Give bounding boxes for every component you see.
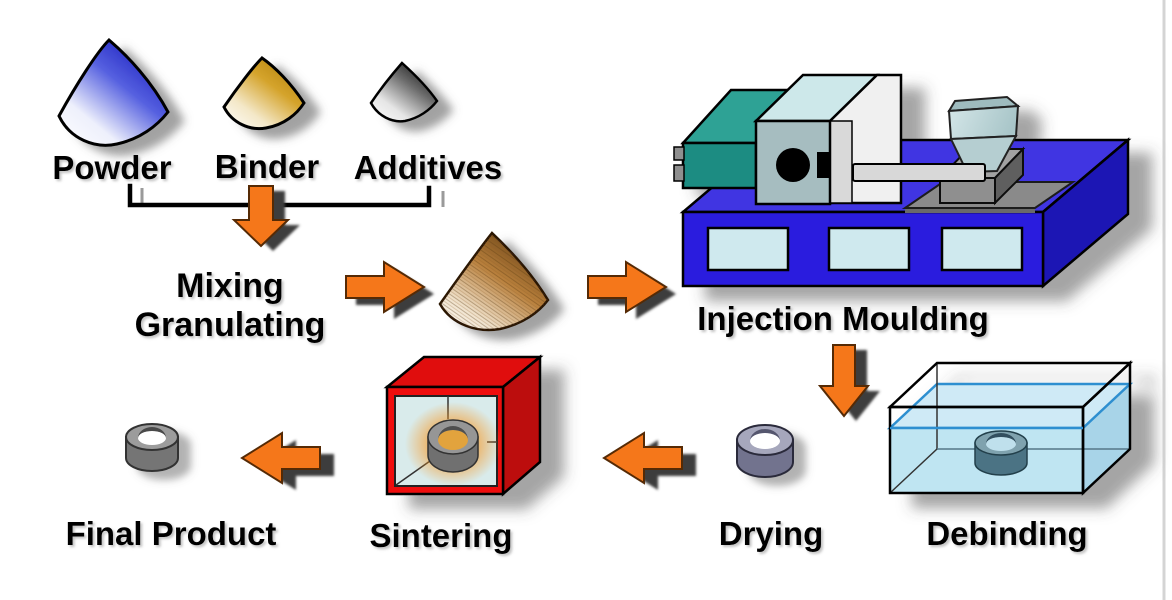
binder-label: Binder bbox=[215, 148, 320, 185]
base-panel bbox=[827, 226, 911, 272]
input-bracket bbox=[127, 183, 445, 208]
sintering-label: Sintering bbox=[369, 517, 512, 554]
sintering-furnace bbox=[383, 354, 544, 497]
feedstock-cone bbox=[438, 231, 550, 332]
debinding-tank bbox=[886, 360, 1134, 496]
base-panel bbox=[940, 226, 1024, 272]
arrow-down-to-debinding bbox=[817, 344, 880, 421]
granulating-label: Granulating bbox=[135, 306, 326, 344]
arrow-down-to-mixing bbox=[231, 185, 300, 251]
binder-cone bbox=[222, 56, 306, 131]
powder-cone bbox=[57, 37, 170, 147]
drying-part-ring bbox=[736, 424, 794, 478]
final-product-label: Final Product bbox=[66, 515, 277, 552]
arrow-left-to-final bbox=[240, 431, 334, 490]
base-panel bbox=[706, 226, 790, 272]
drying-label: Drying bbox=[719, 515, 824, 552]
arrow-right-to-injection bbox=[587, 260, 676, 319]
additives-cone bbox=[369, 61, 439, 123]
injection-moulding-label: Injection Moulding bbox=[697, 300, 988, 337]
green-part-ring bbox=[974, 430, 1028, 476]
arrow-left-to-drying bbox=[602, 431, 696, 490]
final-product-ring bbox=[125, 423, 179, 472]
mixing-label: Mixing bbox=[176, 267, 284, 305]
powder-label: Powder bbox=[52, 149, 171, 186]
debinding-label: Debinding bbox=[926, 515, 1087, 552]
injection-rod bbox=[852, 163, 986, 182]
arrow-right-to-feedstock bbox=[345, 260, 434, 319]
barrel-port bbox=[776, 148, 810, 182]
injection-moulding-machine bbox=[673, 73, 1132, 289]
sintering-part-ring bbox=[427, 419, 479, 473]
additives-label: Additives bbox=[354, 149, 503, 186]
motor-block bbox=[673, 88, 811, 190]
